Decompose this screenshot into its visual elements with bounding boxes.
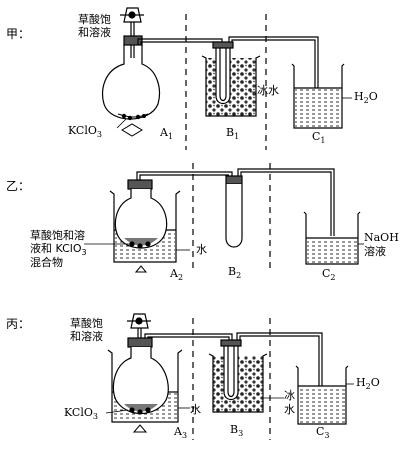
ice-water-label: 冰 (284, 389, 295, 402)
panel-jia (102, 7, 352, 150)
label-c: C1 (312, 130, 326, 146)
panel-title: 乙： (6, 179, 31, 193)
round-bottom-flask (112, 337, 169, 415)
label-a: A2 (170, 267, 184, 283)
mixture-label: 液和 KClO3 (30, 242, 87, 258)
label-b: B3 (230, 423, 244, 439)
water-beaker (291, 63, 345, 129)
reagent-label: 和溶液 (78, 26, 111, 39)
delivery-tube (228, 36, 319, 100)
panel-title: 丙： (6, 317, 31, 331)
water-beaker (295, 365, 349, 425)
label-c: C2 (322, 267, 336, 283)
mixture-label: 草酸饱和溶 (30, 229, 85, 242)
reagent-label: 和溶液 (70, 330, 103, 343)
test-tube (225, 175, 243, 248)
panel-yi (84, 163, 364, 273)
naoh-label: 溶液 (364, 245, 386, 258)
ice-bath-beaker (208, 339, 268, 413)
flame-icon (134, 265, 148, 273)
reagent-label: 草酸饱 (70, 317, 103, 330)
water-label: 水 (196, 243, 207, 256)
naoh-beaker (303, 211, 361, 265)
label-a: A1 (160, 126, 174, 142)
flask-contents-label: KClO3 (64, 406, 98, 422)
reagent-label: 草酸饱 (78, 13, 111, 26)
naoh-label: NaOH (364, 231, 399, 244)
panel-title: 甲： (6, 27, 31, 41)
ice-bath-beaker (201, 41, 261, 117)
label-a: A3 (174, 425, 188, 441)
water-label: 水 (190, 403, 201, 416)
label-b: B1 (226, 126, 240, 142)
delivery-tube (236, 332, 323, 398)
mixture-label: 混合物 (30, 256, 63, 269)
ice-water-label: 冰水 (257, 84, 279, 97)
label-b: B2 (228, 265, 242, 281)
delivery-tube (237, 168, 335, 236)
label-c: C3 (316, 425, 330, 441)
flame-icon (121, 123, 143, 137)
water-label: H2O (356, 376, 380, 392)
flask-contents-label: KClO3 (68, 124, 102, 140)
delivery-tube (136, 171, 233, 180)
round-bottom-flask (114, 179, 168, 249)
panel-bing (105, 313, 354, 440)
ice-water-label: 水 (284, 403, 295, 416)
flame-icon (132, 424, 148, 433)
water-label: H2O (354, 90, 378, 106)
round-bottom-flask (102, 35, 161, 121)
